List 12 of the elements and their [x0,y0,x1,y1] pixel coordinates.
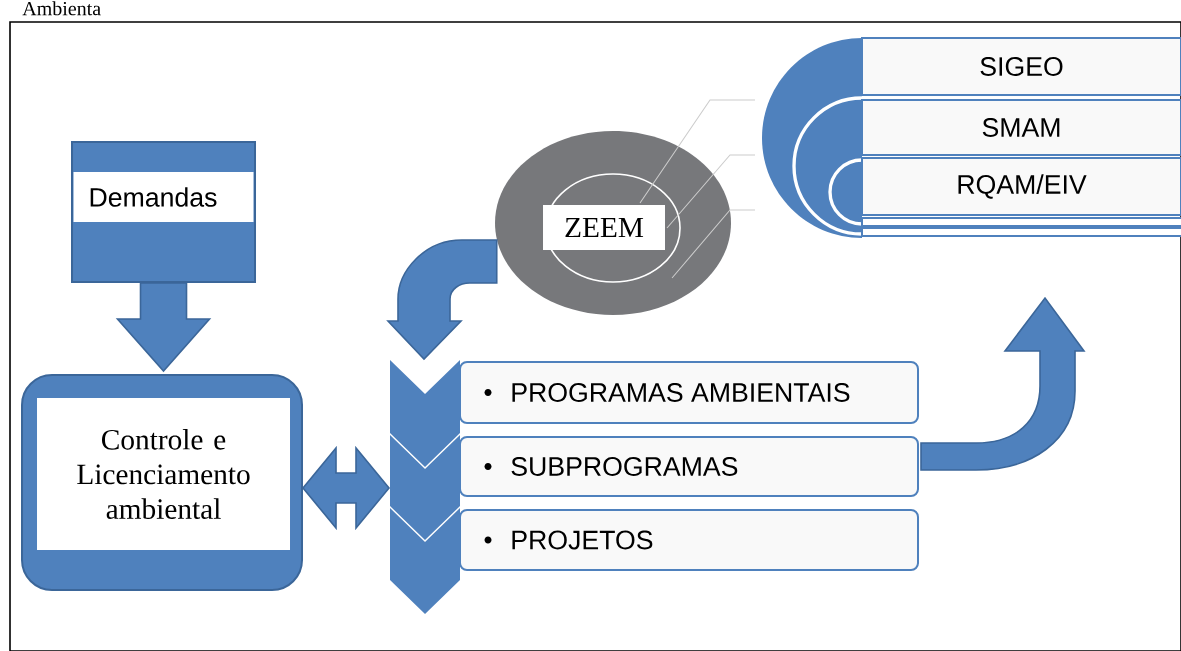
caption-text: Ambienta [22,1,101,16]
list-item: SUBPROGRAMAS [459,436,919,497]
block-arrow [115,282,212,373]
callout-box: Demandas [71,141,256,283]
block-arrow [387,239,498,360]
list-item: PROJETOS [459,509,919,571]
block-arrow [920,297,1085,471]
list-row: SMAM [861,99,1181,156]
list-row: RQAM/EIV [861,157,1181,216]
list-row: SIGEO [861,37,1181,96]
list-item: PROGRAMAS AMBIENTAIS [459,361,919,424]
process-box: Controle e Licenciamento ambiental [21,374,303,591]
